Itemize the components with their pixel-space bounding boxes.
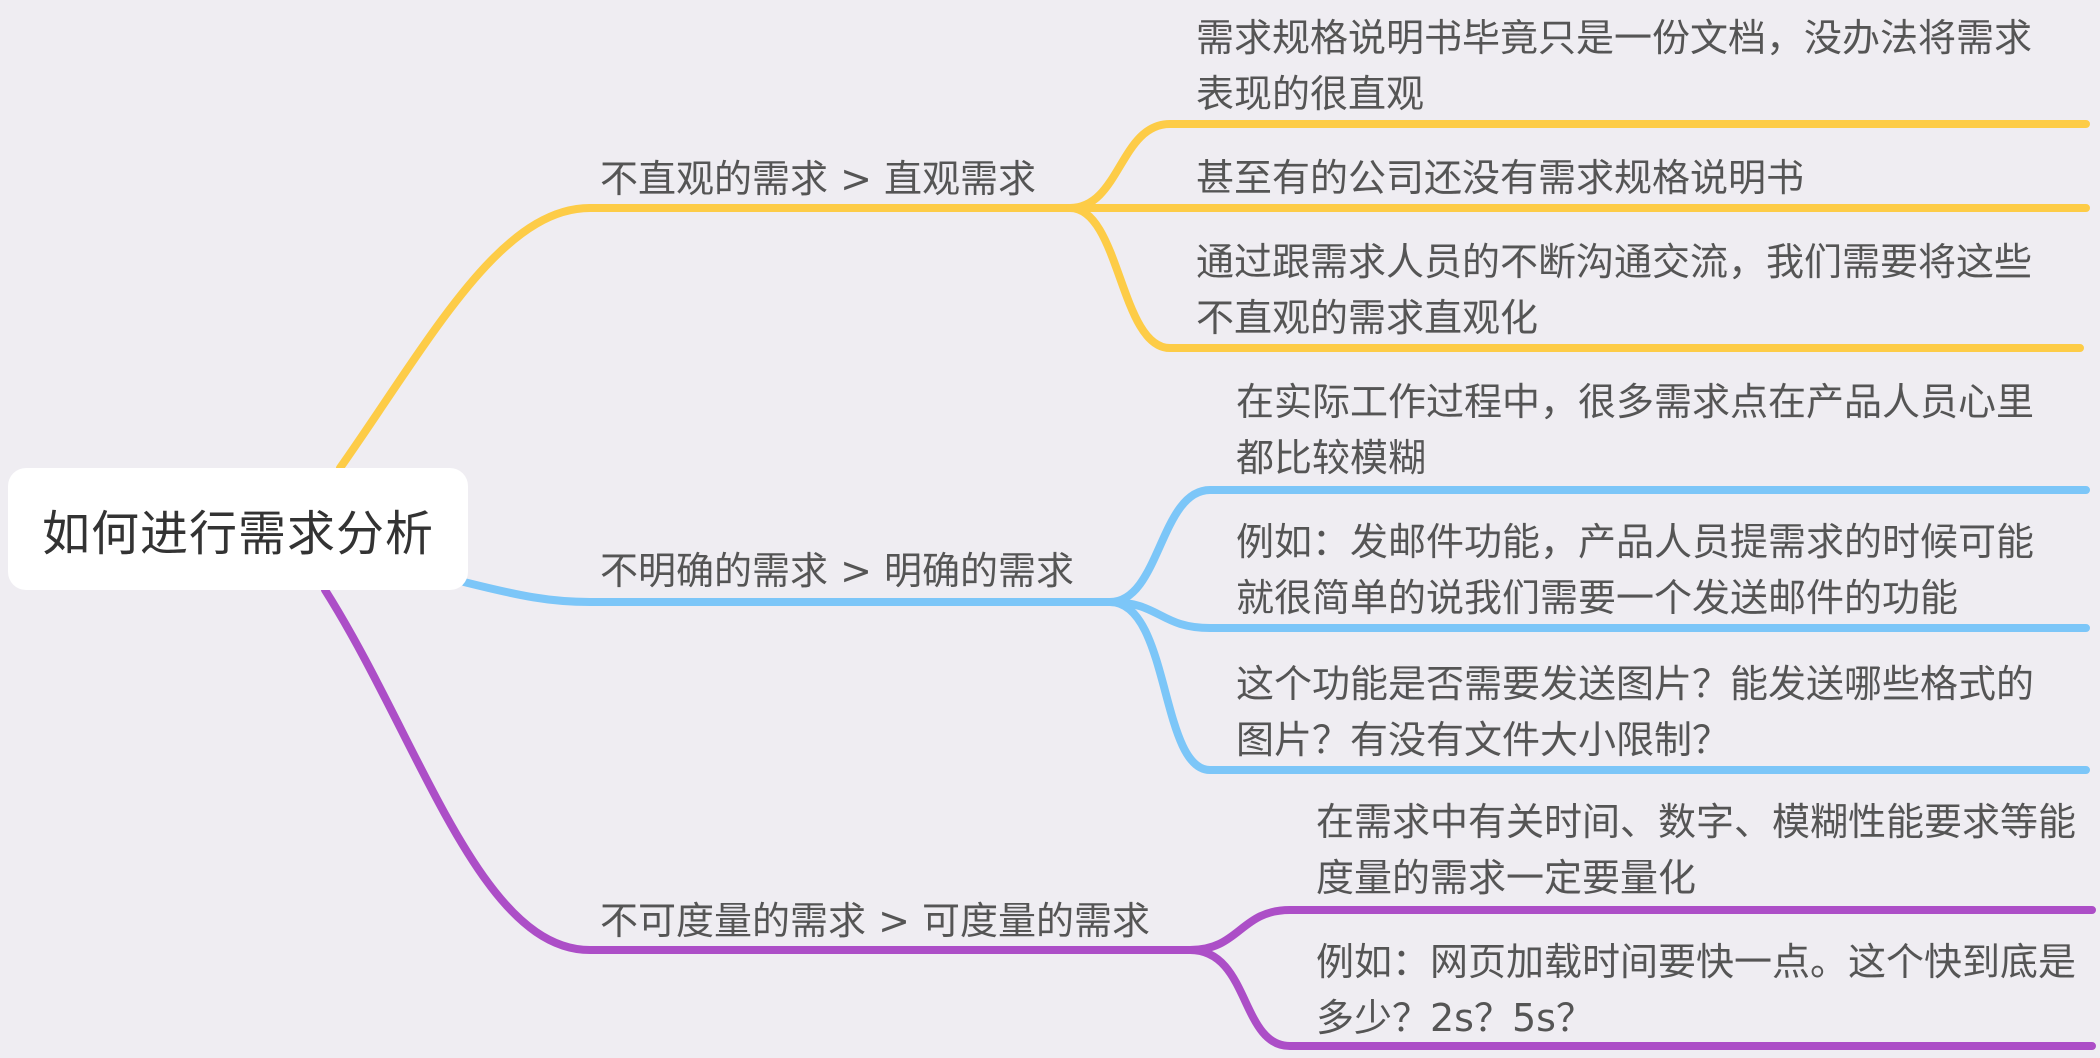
connector-root-branch-2 [460,578,1114,606]
leaf-topic-1-2[interactable]: 甚至有的公司还没有需求规格说明书 [1196,156,1805,200]
connector-root-branch-1 [336,204,594,472]
branch-topic-1[interactable]: 不直观的需求 > 直观需求 [600,157,1036,201]
leaf-topic-1-1[interactable]: 需求规格说明书毕竟只是一份文档，没办法将需求表现的很直观 [1196,16,2033,116]
root-topic-label: 如何进行需求分析 [41,506,434,562]
connector-branch-1-leaf-3 [1066,204,2084,352]
connector-branch-1-leaf-1 [1066,120,2090,212]
branch-topic-2[interactable]: 不明确的需求 > 明确的需求 [600,549,1074,593]
leaf-topic-2-2[interactable]: 例如：发邮件功能，产品人员提需求的时候可能就很简单的说我们需要一个发送邮件的功能 [1236,520,2035,620]
leaf-topic-2-1[interactable]: 在实际工作过程中，很多需求点在产品人员心里都比较模糊 [1236,380,2035,480]
connector-branch-3-leaf-2 [1186,946,2096,1050]
leaf-topic-3-2[interactable]: 例如：网页加载时间要快一点。这个快到底是多少？2s？5s？ [1316,940,2077,1040]
leaf-topic-3-1[interactable]: 在需求中有关时间、数字、模糊性能要求等能度量的需求一定要量化 [1316,800,2077,900]
connector-branch-3-leaf-1 [1186,906,2096,954]
leaf-topic-2-3[interactable]: 这个功能是否需要发送图片？能发送哪些格式的图片？有没有文件大小限制？ [1236,662,2035,762]
connector-branch-2-leaf-1 [1106,486,2090,606]
leaf-topic-1-3[interactable]: 通过跟需求人员的不断沟通交流，我们需要将这些不直观的需求直观化 [1196,240,2033,340]
root-topic[interactable]: 如何进行需求分析 [8,468,468,590]
branch-topic-3[interactable]: 不可度量的需求 > 可度量的需求 [600,899,1150,943]
connector-branch-2-leaf-3 [1106,598,2090,774]
connector-root-branch-3 [321,586,1194,954]
